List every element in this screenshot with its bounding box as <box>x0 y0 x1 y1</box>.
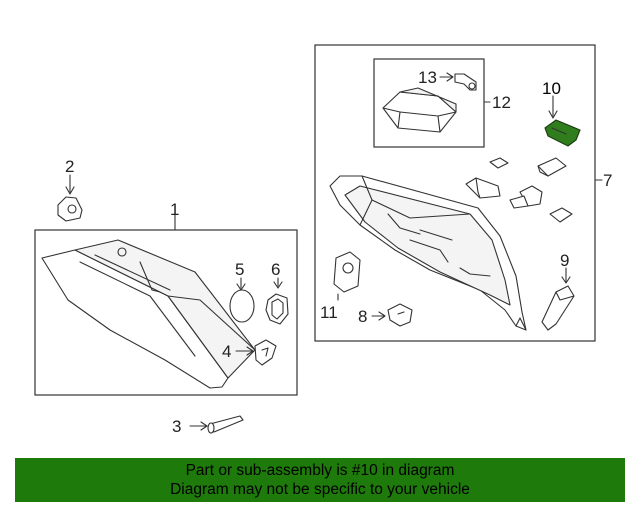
callout-11: 11 <box>320 303 338 322</box>
banner-line-1: Part or sub-assembly is #10 in diagram <box>185 462 455 479</box>
callout-10: 10 <box>542 79 561 98</box>
callout-8: 8 <box>358 307 367 326</box>
callout-1: 1 <box>170 200 179 219</box>
part-10-clip <box>544 95 581 147</box>
small-parts-cluster <box>465 157 573 223</box>
part-12-lamp-box <box>373 58 491 148</box>
banner-line-2: Diagram may not be specific to your vehi… <box>170 481 470 498</box>
callout-2: 2 <box>65 157 74 176</box>
callout-7: 7 <box>603 171 612 190</box>
callout-6: 6 <box>271 260 280 279</box>
part-5-pad <box>229 277 255 323</box>
part-13-bulb <box>439 72 477 91</box>
assembly-box-right <box>314 44 603 342</box>
callout-3: 3 <box>172 417 181 436</box>
callout-13: 13 <box>418 68 437 87</box>
callout-12: 12 <box>492 93 511 112</box>
assembly-box-left <box>34 214 298 396</box>
glove-box-bin <box>329 175 527 331</box>
info-banner: Part or sub-assembly is #10 in diagram D… <box>15 458 625 502</box>
part-8-screw <box>371 303 413 327</box>
part-2-bumper <box>57 174 83 222</box>
callout-4: 4 <box>222 342 231 361</box>
part-4-latch <box>235 339 277 366</box>
part-11-bracket <box>333 251 361 301</box>
part-3-pin <box>189 415 244 434</box>
callout-5: 5 <box>235 260 244 279</box>
part-9-damper <box>541 267 575 331</box>
callout-9: 9 <box>560 251 569 270</box>
part-6-ring <box>265 277 289 325</box>
glove-box-door <box>41 239 256 389</box>
